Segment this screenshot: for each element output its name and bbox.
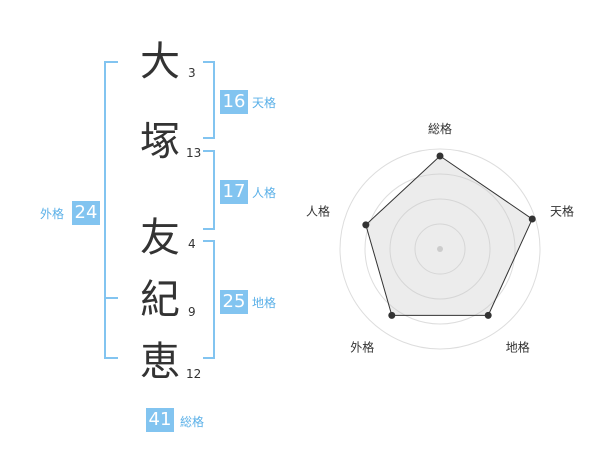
radar-point-3: [484, 311, 492, 319]
radar-axis-label-3: 地格: [506, 340, 530, 355]
radar-axis-label-2: 天格: [550, 203, 574, 218]
soukaku-badge: 41: [146, 408, 174, 432]
radar-axis-label-1: 総格: [428, 121, 452, 136]
stroke-count-2: 13: [186, 146, 202, 160]
radar-point-4: [388, 311, 396, 319]
radar-area: [365, 155, 533, 316]
radar-point-5: [362, 221, 370, 229]
radar-center: [437, 246, 443, 252]
jinkaku-label: 人格: [252, 186, 277, 200]
gaikaku-label: 外格: [40, 207, 65, 221]
radar-ring-2: [389, 198, 491, 300]
name-char-1: 大: [140, 39, 180, 85]
chikaku-badge: 25: [220, 290, 248, 314]
jinkaku-badge: 17: [220, 180, 248, 204]
name-char-4: 紀: [140, 277, 180, 323]
radar-ring-3: [364, 173, 516, 325]
stroke-count-5: 12: [186, 367, 202, 381]
soukaku-label: 総格: [180, 415, 205, 429]
gaikaku-bracket: [104, 61, 118, 359]
gaikaku-bracket-divider: [104, 297, 118, 299]
stroke-count-4: 9: [188, 305, 196, 319]
radar-axis-label-4: 外格: [350, 340, 374, 355]
stroke-count-1: 3: [188, 66, 196, 80]
radar-axis-label-5: 人格: [306, 203, 330, 218]
tenkaku-badge: 16: [220, 90, 248, 114]
radar-point-2: [528, 215, 536, 223]
tenkaku-label: 天格: [252, 96, 277, 110]
name-char-2: 塚: [140, 119, 180, 165]
radar-ring-4: [339, 148, 541, 350]
tenkaku-bracket: [203, 61, 215, 139]
name-char-3: 友: [140, 215, 180, 261]
chikaku-bracket: [203, 240, 215, 359]
jinkaku-bracket: [203, 150, 215, 230]
chikaku-label: 地格: [252, 296, 277, 310]
radar-point-1: [436, 152, 444, 160]
name-char-5: 恵: [140, 339, 180, 385]
stroke-count-3: 4: [188, 237, 196, 251]
radar-ring-1: [414, 223, 466, 275]
gaikaku-badge: 24: [72, 201, 100, 225]
